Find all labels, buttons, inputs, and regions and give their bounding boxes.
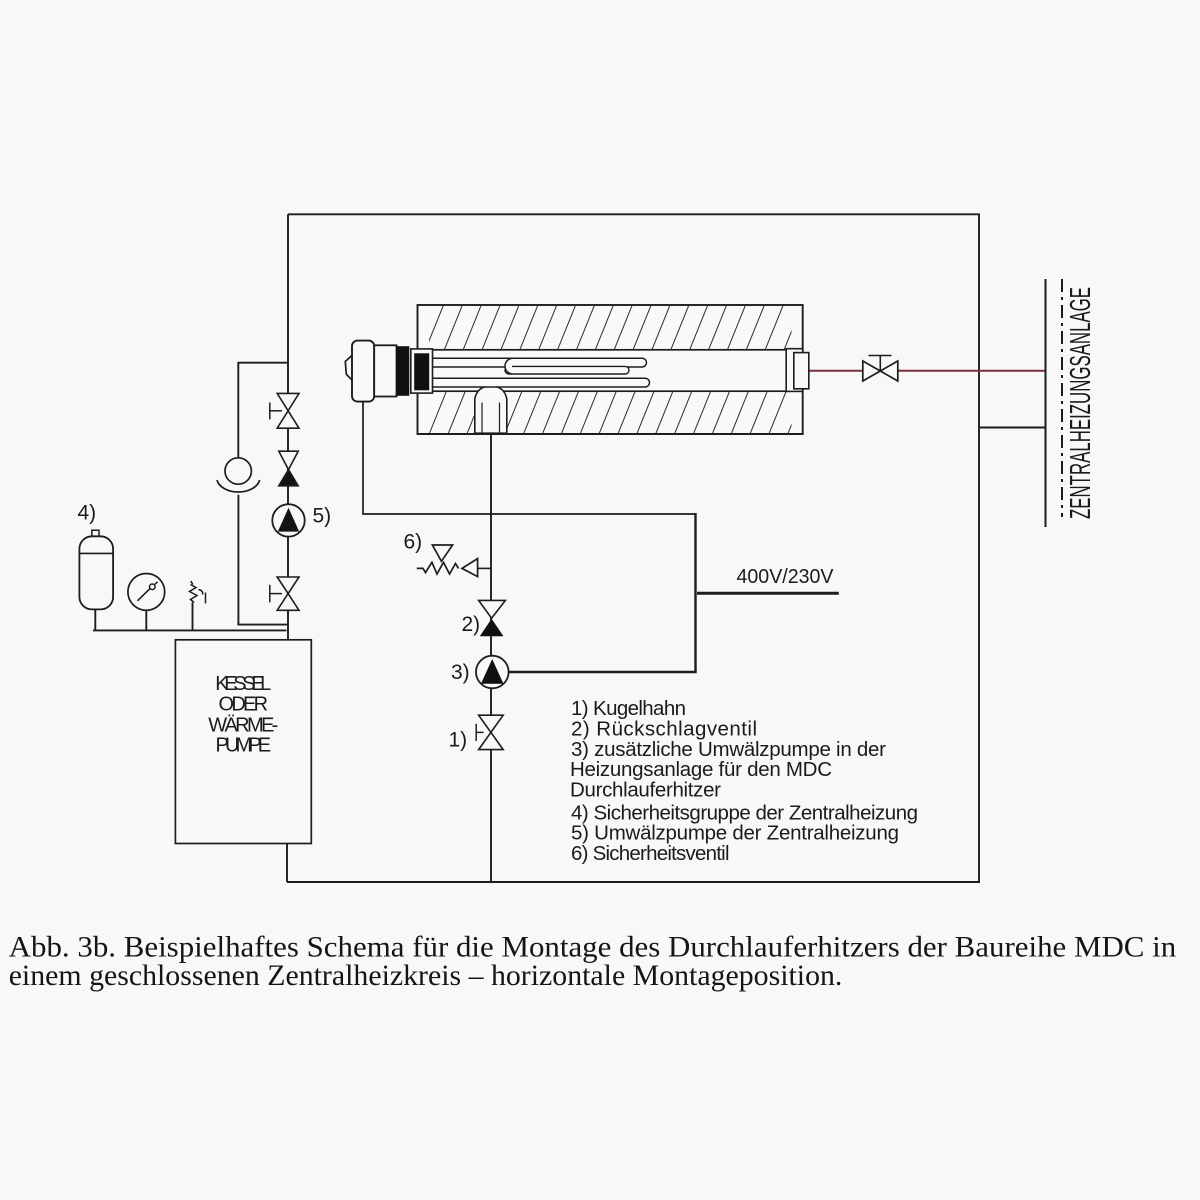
- svg-text:KESSEL: KESSEL: [215, 673, 271, 695]
- svg-text:6) Sicherheitsventil: 6) Sicherheitsventil: [571, 842, 730, 865]
- svg-text:1) Kugelhahn: 1) Kugelhahn: [571, 697, 686, 720]
- svg-text:Heizungsanlage für den MDC: Heizungsanlage für den MDC: [570, 758, 832, 781]
- svg-text:PUMPE: PUMPE: [216, 735, 271, 757]
- svg-text:Durchlauferhitzer: Durchlauferhitzer: [570, 779, 721, 802]
- svg-text:ZENTRALHEIZUNGSANLAGE: ZENTRALHEIZUNGSANLAGE: [1065, 287, 1097, 519]
- svg-text:6): 6): [404, 531, 423, 554]
- svg-text:einem geschlossenen Zentralhei: einem geschlossenen Zentralheizkreis – h…: [9, 959, 843, 992]
- svg-text:5) Umwälzpumpe der Zentralheiz: 5) Umwälzpumpe der Zentralheizung: [571, 822, 899, 845]
- svg-text:3): 3): [451, 661, 470, 684]
- svg-text:2): 2): [462, 613, 481, 636]
- svg-text:1): 1): [449, 729, 468, 752]
- svg-text:4): 4): [78, 502, 97, 525]
- svg-text:4) Sicherheitsgruppe der Zentr: 4) Sicherheitsgruppe der Zentralheizung: [571, 801, 918, 824]
- svg-text:3) zusätzliche Umwälzpumpe in: 3) zusätzliche Umwälzpumpe in der: [571, 738, 886, 761]
- svg-text:5): 5): [313, 505, 332, 528]
- svg-text:Abb. 3b. Beispielhaftes Schema: Abb. 3b. Beispielhaftes Schema für die M…: [9, 930, 1177, 963]
- svg-text:2) Rückschlagventil: 2) Rückschlagventil: [571, 717, 757, 740]
- svg-text:400V/230V: 400V/230V: [737, 565, 834, 588]
- svg-text:ODER: ODER: [219, 694, 268, 716]
- svg-text:WÄRME-: WÄRME-: [208, 714, 278, 736]
